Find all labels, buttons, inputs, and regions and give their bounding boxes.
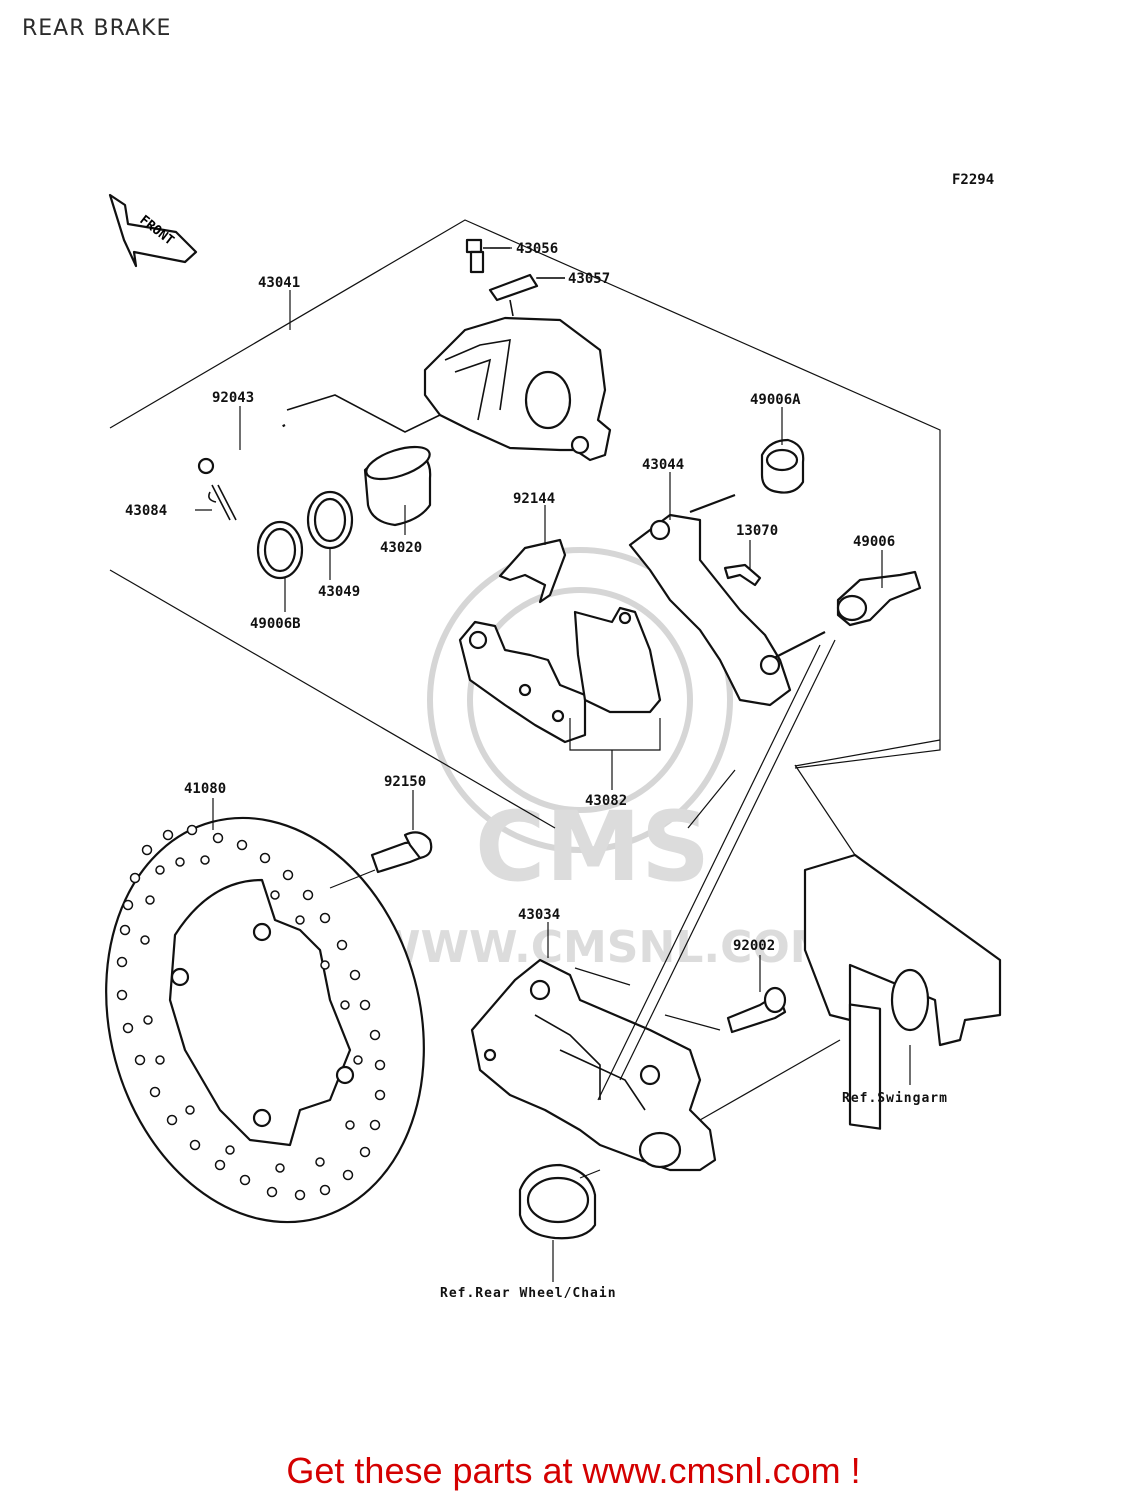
pin-clip — [208, 484, 237, 521]
label-92043: 92043 — [212, 390, 254, 406]
label-43020: 43020 — [380, 540, 422, 556]
label-43056: 43056 — [516, 241, 558, 257]
brake-disc — [105, 816, 425, 1224]
label-43057: 43057 — [568, 271, 610, 287]
front-arrow-icon: FRONT — [108, 193, 198, 268]
bracket-clip — [723, 563, 762, 587]
call-to-action-link[interactable]: Get these parts at www.cmsnl.com ! — [286, 1450, 861, 1491]
brake-pad-set — [458, 606, 662, 744]
bleeder-valve — [465, 238, 510, 274]
dust-seal — [256, 520, 304, 580]
cmsnl-watermark: CMS WWW.CMSNL.COM — [372, 547, 834, 973]
label-43041: 43041 — [258, 275, 300, 291]
bleeder-cap — [488, 273, 565, 302]
label-ref-swingarm: Ref.Swingarm — [842, 1091, 948, 1106]
mount-bolt — [726, 986, 787, 1034]
pad-spring — [498, 538, 567, 604]
piston-seal — [306, 490, 354, 550]
figure-code: F2294 — [952, 172, 994, 188]
label-43034: 43034 — [518, 907, 560, 923]
label-49006: 49006 — [853, 534, 895, 550]
swingarm-ref-part — [803, 853, 1002, 1130]
bracket-bolt — [836, 570, 922, 627]
label-41080: 41080 — [184, 781, 226, 797]
label-43084: 43084 — [125, 503, 167, 519]
label-43049: 43049 — [318, 584, 360, 600]
caliper-body — [423, 299, 612, 462]
label-49006b: 49006B — [250, 616, 301, 632]
label-13070: 13070 — [736, 523, 778, 539]
watermark-logo: CMS — [475, 791, 710, 903]
slide-pin — [197, 394, 441, 475]
page-title: REAR BRAKE — [22, 16, 172, 41]
label-92150: 92150 — [384, 774, 426, 790]
disc-bolt — [329, 831, 433, 889]
watermark-url: WWW.CMSNL.COM — [372, 922, 834, 973]
caliper-bracket — [628, 493, 826, 707]
label-92144: 92144 — [513, 491, 555, 507]
label-ref-rear-wheel: Ref.Rear Wheel/Chain — [440, 1286, 617, 1301]
exploded-parts-diagram: CMS WWW.CMSNL.COM F2294 FRONT — [105, 172, 1002, 1301]
caliper-kit-outline — [109, 219, 941, 769]
label-43044: 43044 — [642, 457, 684, 473]
part-number-labels: 43056 43057 43041 92043 49006A 43044 430… — [125, 241, 948, 1301]
label-92002: 92002 — [733, 938, 775, 954]
boot-a — [760, 438, 805, 494]
caliper-piston — [363, 445, 432, 527]
label-49006a: 49006A — [750, 392, 801, 408]
wheel-spacer — [518, 1163, 597, 1240]
caliper-mount-bracket — [470, 958, 717, 1172]
leader-lines — [195, 247, 911, 1282]
label-43082: 43082 — [585, 793, 627, 809]
